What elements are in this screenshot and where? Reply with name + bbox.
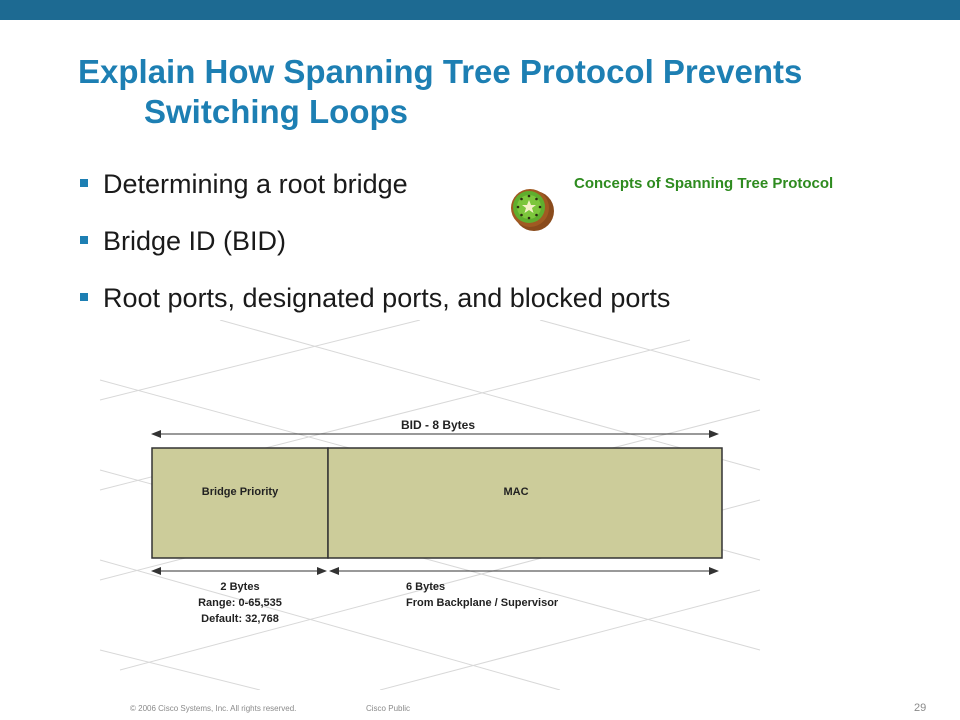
bullet-list: Determining a root bridge Bridge ID (BID… bbox=[78, 166, 670, 337]
copyright-text: © 2006 Cisco Systems, Inc. All rights re… bbox=[130, 704, 297, 713]
priority-size-note: 2 Bytes bbox=[220, 581, 259, 593]
bullet-item: Determining a root bridge bbox=[78, 166, 670, 223]
bid-diagram: BID - 8 Bytes Bridge Priority MAC 2 Byte… bbox=[99, 320, 761, 690]
bullet-item: Root ports, designated ports, and blocke… bbox=[78, 280, 670, 337]
bid-label: BID - 8 Bytes bbox=[401, 418, 475, 432]
bridge-priority-field bbox=[151, 447, 329, 559]
priority-default-note: Default: 32,768 bbox=[201, 613, 279, 625]
kiwi-icon[interactable] bbox=[509, 187, 555, 233]
top-bar bbox=[0, 0, 960, 20]
slide-title: Explain How Spanning Tree Protocol Preve… bbox=[78, 52, 938, 132]
priority-range-note: Range: 0-65,535 bbox=[198, 597, 282, 609]
mac-field bbox=[327, 447, 723, 559]
bullet-item: Bridge ID (BID) bbox=[78, 223, 670, 280]
page-number: 29 bbox=[914, 702, 927, 714]
concepts-link[interactable]: Concepts of Spanning Tree Protocol bbox=[574, 175, 834, 192]
bullet-square-icon bbox=[80, 236, 88, 244]
bridge-priority-label: Bridge Priority bbox=[202, 486, 279, 498]
bullet-square-icon bbox=[80, 179, 88, 187]
title-line-1: Explain How Spanning Tree Protocol Preve… bbox=[78, 53, 803, 90]
mac-label: MAC bbox=[503, 486, 528, 498]
mac-source-note: From Backplane / Supervisor bbox=[406, 597, 559, 609]
title-line-2: Switching Loops bbox=[144, 93, 408, 130]
classification-text: Cisco Public bbox=[366, 704, 411, 713]
bullet-square-icon bbox=[80, 293, 88, 301]
mac-size-note: 6 Bytes bbox=[406, 581, 445, 593]
